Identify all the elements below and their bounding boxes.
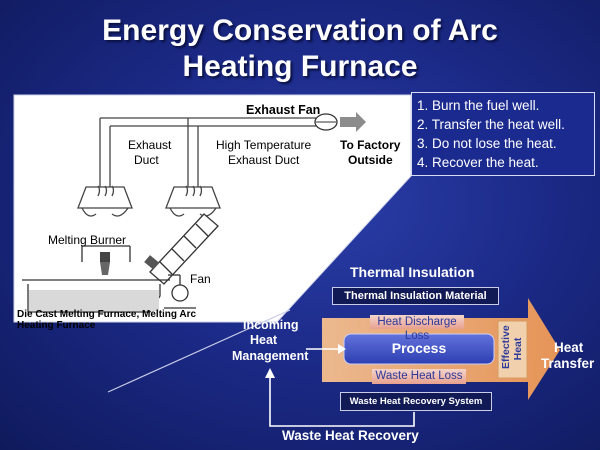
heat-transfer-label-2: Transfer: [541, 356, 595, 371]
waste-heat-recovery-system-box: Waste Heat Recovery System: [340, 392, 492, 411]
to-factory-label-2: Outside: [348, 153, 393, 167]
hood-left-icon: [77, 185, 133, 217]
effective-heat-label-1: Effective: [500, 325, 512, 369]
recovery-loop: [269, 376, 415, 427]
melting-burner-label: Melting Burner: [48, 233, 127, 247]
incoming-arrow-icon: [338, 344, 346, 354]
slide-title-line1: Energy Conservation of Arc: [102, 14, 498, 47]
incoming-label-2: Heat: [250, 333, 278, 347]
burner-pipe: [81, 245, 131, 262]
principle-1: 1. Burn the fuel well.: [417, 98, 540, 113]
exhaust-duct-label-2: Duct: [134, 153, 159, 167]
furnace-caption-1: Die Cast Melting Furnace, Melting Arc: [17, 309, 197, 320]
thermal-insulation-label: Thermal Insulation: [350, 264, 475, 280]
burner-nozzle-icon: [100, 252, 110, 275]
slide-title-line2: Heating Furnace: [182, 50, 418, 83]
principle-2: 2. Transfer the heat well.: [417, 117, 565, 132]
furnace-caption-2: Heating Furnace: [17, 320, 96, 331]
fan-label: Fan: [190, 272, 211, 286]
exhaust-fan-label: Exhaust Fan: [246, 103, 321, 117]
to-factory-label-1: To Factory: [340, 138, 401, 152]
heat-transfer-label-1: Heat: [554, 340, 584, 355]
incoming-label-1: Incoming: [243, 318, 299, 332]
high-temp-label-2: Exhaust Duct: [228, 153, 300, 167]
heat-discharge-loss-bar: Heat Discharge Loss: [370, 315, 464, 342]
hood-right-icon: [165, 185, 221, 217]
principle-3: 3. Do not lose the heat.: [417, 136, 557, 151]
molten-metal: [29, 290, 159, 311]
effective-heat-box: [497, 320, 528, 379]
exhaust-duct-lines: [99, 117, 316, 187]
exhaust-duct-label-1: Exhaust: [128, 138, 172, 152]
outside-arrow-icon: [340, 112, 366, 132]
principles-box: 1. Burn the fuel well. 2. Transfer the h…: [411, 92, 595, 176]
waste-heat-loss-bar: Waste Heat Loss: [372, 369, 466, 384]
effective-heat-label-2: Heat: [512, 337, 524, 361]
waste-heat-recovery-label: Waste Heat Recovery: [282, 428, 419, 443]
principle-4: 4. Recover the heat.: [417, 155, 539, 170]
high-temp-label-1: High Temperature: [216, 138, 312, 152]
arc-electrode-icon: [144, 255, 160, 270]
divider-line: [107, 309, 291, 393]
incoming-label-3: Management: [232, 349, 309, 363]
process-label: Process: [391, 340, 447, 356]
thermal-insulation-material-box: Thermal Insulation Material: [332, 287, 499, 305]
recovery-arrow-icon: [265, 368, 275, 378]
